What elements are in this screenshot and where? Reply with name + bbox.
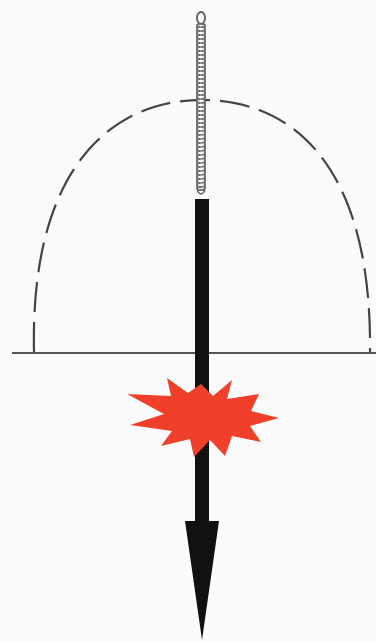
- arrow-head: [185, 521, 219, 640]
- explosion-burst: [127, 378, 279, 457]
- twisted-cable: [197, 12, 205, 194]
- arrow-shaft: [195, 199, 209, 525]
